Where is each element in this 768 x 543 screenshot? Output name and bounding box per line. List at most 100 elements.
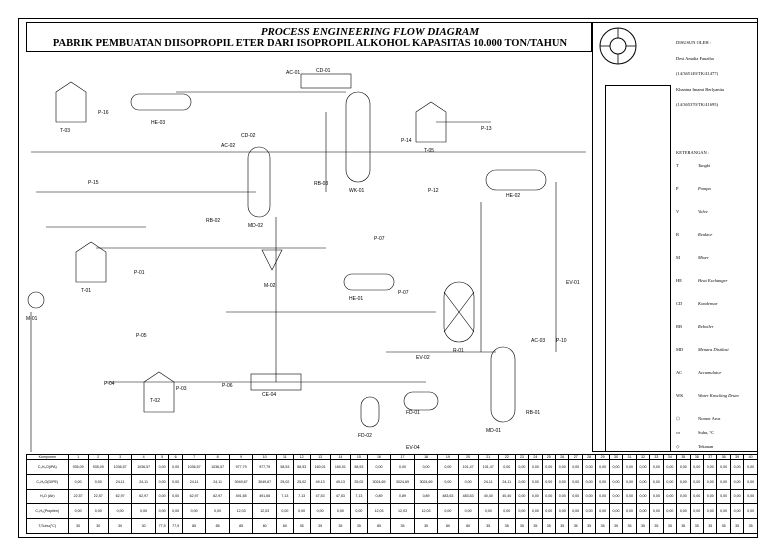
table-cell: 0,00 — [349, 503, 368, 520]
table-cell: 0,00 — [366, 459, 392, 475]
table-cell: 35 — [477, 518, 499, 534]
table-cell: 35 — [743, 518, 758, 534]
label-ce04: CE-04 — [262, 392, 276, 398]
label-ev04: EV-04 — [406, 445, 420, 451]
legend-desc: Suhu, °C — [698, 430, 715, 435]
table-cell: 0,00 — [154, 488, 170, 505]
table-header-cell: 21 — [477, 454, 499, 460]
label-p16: P-16 — [98, 110, 109, 116]
heat-exchanger-he03 — [130, 93, 192, 111]
process-flow-diagram: T-03 P-16 HE-03 AC-02 CD-02 AC-01 CD-01 … — [26, 68, 586, 452]
legend-code: AC — [676, 370, 683, 375]
diagram-subtitle: PABRIK PEMBUATAN DIISOPROPIL ETER DARI I… — [52, 38, 568, 49]
label-wk01: WK-01 — [349, 188, 365, 194]
table-cell: 0,00 — [514, 473, 530, 490]
label-he01: HE-01 — [349, 296, 363, 302]
legend-desc: Nomor Arus — [698, 416, 721, 421]
legend-desc: Reaktor — [698, 232, 713, 237]
table-cell: H₂O (Air) — [26, 488, 69, 505]
table-cell: 0,00 — [649, 473, 664, 490]
table-cell: 160,01 — [309, 459, 331, 475]
label-fd01: FD-01 — [406, 410, 420, 416]
table-cell: 35 — [689, 518, 705, 534]
legend-code: HE — [676, 278, 682, 283]
table-cell: 0,00 — [595, 473, 610, 490]
table-cell: 0,00 — [702, 473, 718, 490]
label-p04: P-04 — [104, 381, 115, 387]
table-cell: 0,89 — [413, 488, 439, 505]
label-ac02: AC-02 — [221, 143, 235, 149]
table-cell: 0,00 — [541, 503, 557, 520]
tank-t01 — [75, 241, 107, 283]
table-cell: 62,97 — [131, 488, 156, 505]
table-cell: 40,40 — [497, 488, 516, 505]
stream-column-table — [605, 85, 671, 452]
table-cell: 35 — [541, 518, 557, 534]
table-cell: 12,03 — [252, 503, 277, 520]
label-m01: M-01 — [26, 316, 38, 322]
label-he03: HE-03 — [151, 120, 165, 126]
table-cell: 0,00 — [595, 503, 610, 520]
label-he02: HE-02 — [506, 193, 520, 199]
table-cell: 85 — [181, 518, 207, 534]
table-cell: 977,79 — [252, 459, 277, 475]
legend-code: MD — [676, 347, 684, 352]
table-cell: 1036,57 — [107, 459, 133, 475]
label-p03: P-03 — [176, 386, 187, 392]
table-cell: 0,00 — [729, 459, 745, 475]
table-cell: 0,00 — [568, 459, 583, 475]
table-cell: 0,00 — [622, 503, 637, 520]
table-cell: 0,00 — [676, 503, 691, 520]
label-p07b: P-07 — [398, 290, 409, 296]
table-cell: 1036,57 — [181, 459, 207, 475]
table-cell: 30 — [67, 518, 89, 534]
table-cell: 0,00 — [743, 459, 758, 475]
table-cell: 85 — [205, 518, 230, 534]
label-ac01: AC-01 — [286, 70, 300, 76]
legend-desc: Valve — [698, 209, 708, 214]
table-cell: 62,97 — [205, 488, 230, 505]
table-cell: T,Suhu(°C) — [26, 518, 69, 534]
pressure-icon: ◇ — [676, 444, 680, 449]
table-cell: 12,03 — [366, 503, 392, 520]
heat-exchanger-he01 — [343, 273, 395, 291]
table-cell: 0,00 — [181, 503, 207, 520]
table-cell: 0,00 — [168, 503, 183, 520]
table-cell: 0,89 — [390, 488, 415, 505]
label-md01: MD-01 — [486, 428, 501, 434]
table-cell: 35 — [635, 518, 651, 534]
mixer-m01 — [27, 291, 45, 309]
table-cell: 0,00 — [541, 459, 557, 475]
label-t05: T-05 — [424, 148, 434, 154]
label-ev01: EV-01 — [566, 280, 580, 286]
table-cell: 0,00 — [608, 473, 624, 490]
author-1-nim: (14/365149/TK/41477) — [676, 71, 718, 77]
table-cell: 22,57 — [67, 488, 89, 505]
heat-exchanger-he02 — [485, 169, 547, 191]
table-cell: 0,00 — [743, 473, 758, 490]
table-cell: 3024,69 — [413, 473, 439, 490]
label-rb01: RB-01 — [526, 410, 540, 416]
table-cell: 7,13 — [349, 488, 368, 505]
label-fd02: FD-02 — [358, 433, 372, 439]
table-cell: 35 — [554, 518, 570, 534]
table-cell: 0,00 — [662, 503, 678, 520]
table-cell: 47,53 — [329, 488, 351, 505]
column-md02 — [247, 146, 271, 218]
table-cell: 0,00 — [635, 488, 651, 505]
label-p01: P-01 — [134, 270, 145, 276]
table-header-cell: 39 — [729, 454, 745, 460]
table-cell: 35 — [528, 518, 543, 534]
table-cell: 30 — [131, 518, 156, 534]
table-cell: 77,9 — [168, 518, 183, 534]
table-cell: 0,00 — [622, 459, 637, 475]
